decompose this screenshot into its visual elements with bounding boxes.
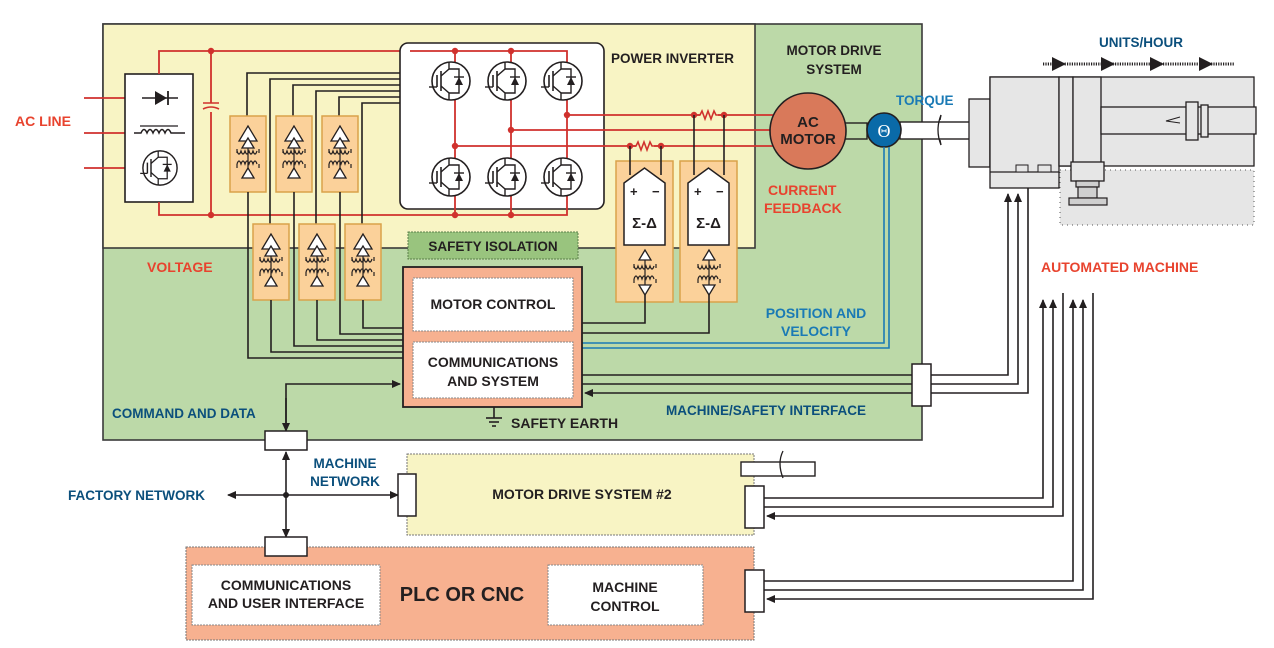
motor-drive-system-label: SYSTEM [806, 62, 862, 77]
svg-text:+: + [694, 184, 702, 199]
svg-text:+: + [630, 184, 638, 199]
machine-control-box [547, 564, 704, 626]
svg-text:−: − [716, 184, 724, 199]
plc-cnc-block: COMMUNICATIONS AND USER INTERFACE PLC OR… [185, 536, 765, 641]
gate-drive-wires [246, 72, 400, 228]
current-feedback-label: FEEDBACK [764, 200, 842, 216]
motor-control-box [412, 277, 574, 332]
svg-text:AC: AC [797, 114, 819, 131]
control-block: MOTOR CONTROL COMMUNICATIONS AND SYSTEM [402, 266, 583, 408]
automated-machine-label: AUTOMATED MACHINE [1041, 259, 1198, 275]
capacitor-icon [202, 102, 220, 110]
svg-text:MOTOR: MOTOR [780, 131, 836, 148]
gate-isolators-upper [229, 115, 359, 193]
sigma-delta-modulator-2: + − Σ-Δ [679, 115, 738, 303]
ac-motor: AC MOTOR [769, 92, 868, 170]
command-and-data-label: COMMAND AND DATA [112, 406, 256, 421]
svg-text:AND SYSTEM: AND SYSTEM [447, 373, 539, 389]
power-inverter-label: POWER INVERTER [611, 51, 734, 66]
svg-text:Σ-Δ: Σ-Δ [632, 215, 657, 232]
machine-network-label: MACHINE [314, 456, 377, 471]
svg-text:Σ-Δ: Σ-Δ [696, 215, 721, 232]
position-velocity-label: POSITION AND [766, 305, 867, 321]
gate-isolators-lower [252, 223, 382, 301]
safety-isolation-badge [407, 231, 579, 260]
svg-text:AND USER INTERFACE: AND USER INTERFACE [208, 595, 364, 611]
safety-earth-icon [486, 407, 502, 427]
svg-text:−: − [652, 184, 660, 199]
diode-icon [142, 91, 178, 105]
network-connector-bottom [264, 536, 308, 557]
torque-label: TORQUE [896, 93, 954, 108]
svg-text:SAFETY ISOLATION: SAFETY ISOLATION [428, 239, 557, 254]
ac-line-label: AC LINE [15, 113, 71, 129]
motor-drive-system-label: MOTOR DRIVE [786, 43, 881, 58]
sigma-delta-modulator-1: + − Σ-Δ [615, 146, 674, 303]
svg-text:COMMUNICATIONS: COMMUNICATIONS [428, 354, 558, 370]
voltage-label: VOLTAGE [147, 259, 213, 275]
plc-cnc-label: PLC OR CNC [400, 584, 524, 606]
factory-network-label: FACTORY NETWORK [68, 488, 205, 503]
conveyor-flow-arrows [1043, 57, 1235, 71]
safety-earth-label: SAFETY EARTH [511, 415, 618, 431]
automated-machine [968, 76, 1257, 226]
machine-network-label: NETWORK [310, 474, 380, 489]
position-velocity-label: VELOCITY [781, 323, 852, 339]
machine-interface-connector [911, 363, 932, 407]
svg-text:MOTOR DRIVE SYSTEM #2: MOTOR DRIVE SYSTEM #2 [492, 486, 672, 502]
rectifier-block [124, 73, 194, 203]
motor-drive-system-2: MOTOR DRIVE SYSTEM #2 [397, 450, 816, 536]
svg-text:Θ: Θ [878, 121, 891, 141]
svg-text:MOTOR CONTROL: MOTOR CONTROL [431, 296, 556, 312]
inductor-icon [134, 125, 185, 135]
svg-text:MACHINE: MACHINE [592, 579, 657, 595]
network-connector-top [264, 430, 308, 451]
comms-ui-box [191, 564, 381, 626]
current-feedback-label: CURRENT [768, 182, 837, 198]
communications-system-box [412, 341, 574, 399]
machine-safety-interface-label: MACHINE/SAFETY INTERFACE [666, 403, 866, 418]
svg-text:COMMUNICATIONS: COMMUNICATIONS [221, 577, 351, 593]
svg-text:CONTROL: CONTROL [590, 598, 660, 614]
units-hour-label: UNITS/HOUR [1099, 35, 1183, 50]
isolator-to-control-wires [247, 192, 403, 359]
